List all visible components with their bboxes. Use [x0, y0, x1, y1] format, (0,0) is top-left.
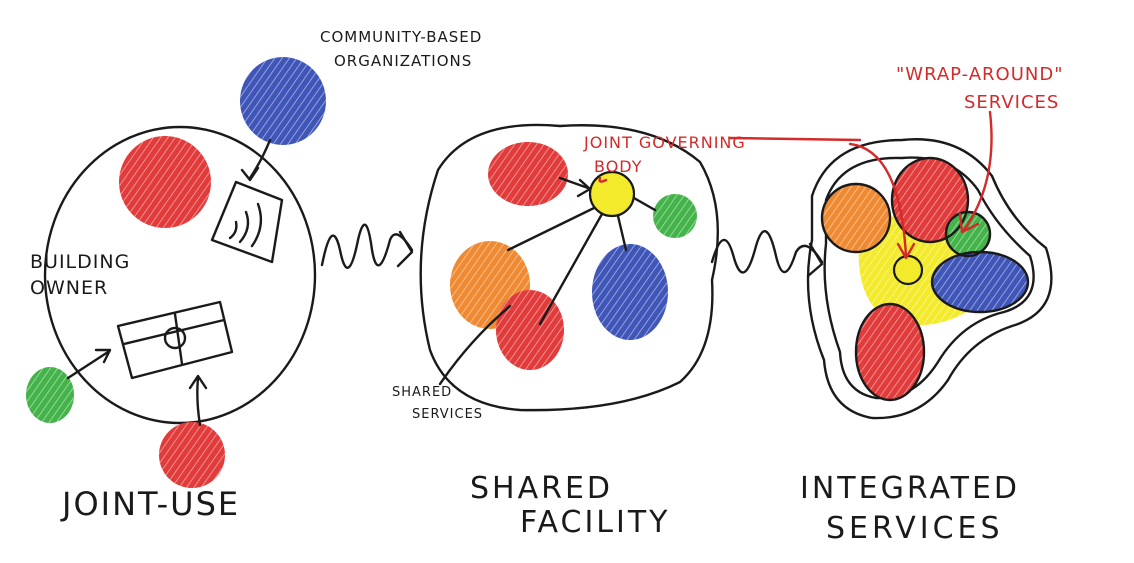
cbo-label-line2: ORGANIZATIONS	[334, 52, 472, 70]
panel-title-shared-facility-line1: SHARED	[470, 471, 613, 506]
wrap-around-label-line2: SERVICES	[964, 92, 1059, 113]
building-owner-label-line1: BUILDING	[30, 251, 130, 273]
red-service-blob	[119, 136, 211, 228]
court-icon	[116, 300, 234, 380]
wrap-around-label-line1: "WRAP-AROUND"	[896, 64, 1064, 85]
squiggle-arrow-icon	[320, 223, 414, 269]
integrated-red-blob-bottom	[856, 304, 924, 400]
green-blob-right	[653, 194, 697, 238]
shared-services-label-line2: SERVICES	[412, 407, 483, 422]
arrow-red-to-court	[196, 376, 202, 427]
arrow-cbo-to-building	[248, 138, 272, 180]
panel-shared-facility: JOINT GOVERNING BODY SHARED SERVICES SHA…	[392, 123, 862, 540]
arrow-green-to-court	[66, 350, 110, 380]
building-owner-label-line2: OWNER	[30, 277, 108, 299]
red-blob-bottom	[159, 422, 225, 488]
building-circle	[43, 125, 317, 425]
shared-services-label-line1: SHARED	[392, 385, 452, 400]
integrated-governing-node	[892, 254, 924, 286]
panel-integrated-services: "WRAP-AROUND" SERVICES INTEGRATED SERVIC…	[800, 64, 1064, 546]
joint-governing-body-node	[588, 170, 636, 218]
panel-title-integrated-line1: INTEGRATED	[800, 471, 1020, 506]
integrated-green-blob	[946, 212, 990, 256]
joint-governing-label-line1: JOINT GOVERNING	[583, 133, 746, 152]
panel-joint-use: COMMUNITY-BASED ORGANIZATIONS BUILDING O…	[26, 28, 482, 523]
integrated-orange-blob	[822, 184, 890, 252]
shared-facility-boundary	[419, 123, 719, 412]
red-blob-center	[496, 290, 564, 370]
red-blob-top	[488, 142, 568, 206]
integrated-outer-boundary	[806, 138, 1053, 420]
wifi-signal-icon	[210, 180, 284, 264]
cbo-blue-blob	[240, 57, 326, 145]
squiggle-arrow-icon-2	[710, 230, 824, 278]
integrated-blue-blob	[932, 252, 1028, 312]
panel-title-joint-use: JOINT-USE	[60, 485, 240, 523]
blue-blob	[592, 244, 668, 340]
panel-title-integrated-line2: SERVICES	[826, 511, 1004, 546]
panel-title-shared-facility-line2: FACILITY	[520, 505, 671, 540]
green-blob	[26, 367, 74, 423]
joint-governing-label-line2: BODY	[594, 157, 643, 176]
cbo-label-line1: COMMUNITY-BASED	[320, 28, 482, 46]
